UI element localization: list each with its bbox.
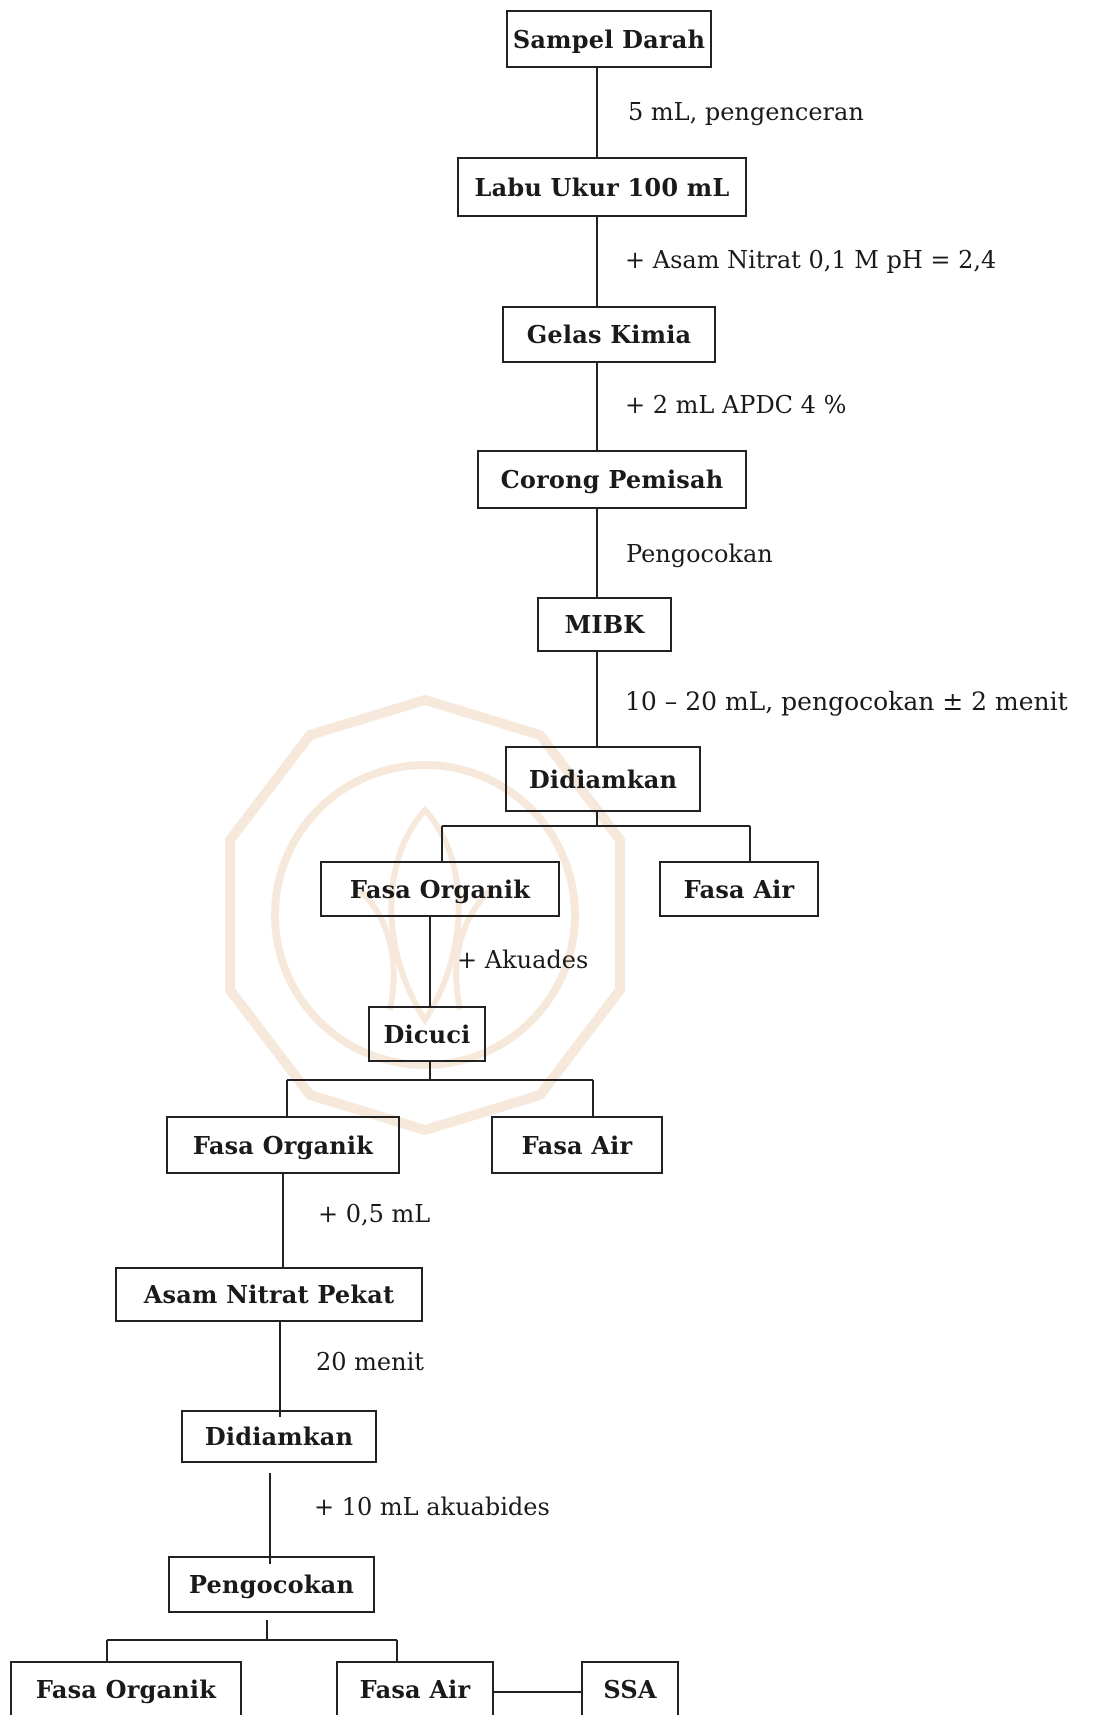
edge-label-8: 20 menit <box>316 1348 424 1376</box>
node-asam-nitrat-pekat: Asam Nitrat Pekat <box>115 1267 423 1322</box>
edge-label-2: + Asam Nitrat 0,1 M pH = 2,4 <box>625 246 997 274</box>
node-fasa-air-2: Fasa Air <box>491 1116 663 1174</box>
node-sampel-darah: Sampel Darah <box>506 10 712 68</box>
node-fasa-air-1: Fasa Air <box>659 861 819 917</box>
node-pengocokan: Pengocokan <box>168 1556 375 1613</box>
edge-label-7: + 0,5 mL <box>318 1200 431 1228</box>
node-dicuci: Dicuci <box>368 1006 486 1062</box>
edge-label-5: 10 – 20 mL, pengocokan ± 2 menit <box>625 687 1068 716</box>
node-ssa: SSA <box>581 1661 679 1715</box>
edge-label-9: + 10 mL akuabides <box>314 1493 550 1521</box>
edge-label-3: + 2 mL APDC 4 % <box>625 391 847 419</box>
node-labu-ukur: Labu Ukur 100 mL <box>457 157 747 217</box>
node-mibk: MIBK <box>537 597 672 652</box>
edge-label-1: 5 mL, pengenceran <box>628 98 864 126</box>
node-fasa-air-3: Fasa Air <box>336 1661 494 1715</box>
edge-label-4: Pengocokan <box>626 540 773 568</box>
node-didiamkan-1: Didiamkan <box>505 746 701 812</box>
node-corong-pemisah: Corong Pemisah <box>477 450 747 509</box>
node-gelas-kimia: Gelas Kimia <box>502 306 716 363</box>
node-fasa-organik-3: Fasa Organik <box>10 1661 242 1715</box>
node-fasa-organik-1: Fasa Organik <box>320 861 560 917</box>
edge-label-6: + Akuades <box>457 946 589 974</box>
node-fasa-organik-2: Fasa Organik <box>166 1116 400 1174</box>
node-didiamkan-2: Didiamkan <box>181 1410 377 1463</box>
